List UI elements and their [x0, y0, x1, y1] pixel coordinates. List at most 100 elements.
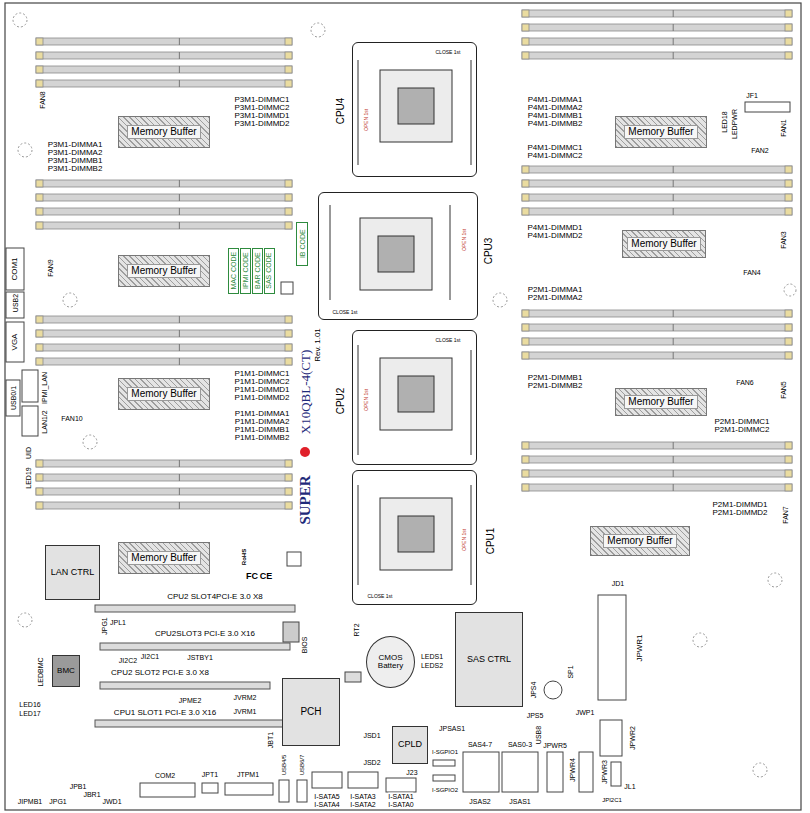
dimm-latch — [285, 52, 292, 59]
dimm-key — [673, 324, 674, 331]
dimm-latch — [36, 502, 43, 509]
dimm-slot — [522, 456, 792, 463]
dimm-latch — [36, 208, 43, 215]
part-label: LEDS1 — [421, 653, 443, 660]
part-label: USB4/5 — [281, 755, 287, 776]
dimm-key — [673, 442, 674, 449]
code-box: IB CODE — [296, 222, 308, 266]
dimm-latch — [522, 352, 529, 359]
dimm-latch — [36, 38, 43, 45]
dimm-latch — [285, 488, 292, 495]
part-label: P4M1-DIMMD1 — [527, 224, 582, 232]
part-label: SP1 — [567, 665, 574, 678]
node-text: BAR CODE — [254, 253, 261, 290]
part-label: I-SATA2 — [350, 801, 375, 808]
cpu-socket: CPU3 — [318, 192, 478, 320]
part-label: I-SATA0 — [388, 801, 413, 808]
part-label: LED16 — [19, 701, 40, 708]
part-label: JSAS1 — [509, 798, 530, 805]
dimm-key — [673, 484, 674, 491]
part-label: JSTBY1 — [187, 654, 213, 661]
node-text: BMC — [57, 667, 75, 675]
part-label: P4M1-DIMMB1 — [528, 112, 583, 120]
part-label: LEDBMC — [37, 657, 44, 686]
part-label: COM2 — [155, 772, 175, 779]
part-label: FAN1 — [780, 119, 787, 137]
part-label: JWD1 — [102, 798, 121, 805]
part-label: I-SATA5 — [314, 793, 339, 800]
cpu-socket: CPU1 — [352, 470, 477, 605]
dimm-slot — [522, 484, 792, 491]
memory-buffer: Memory Buffer — [118, 542, 210, 574]
dimm-latch — [36, 474, 43, 481]
memory-buffer: Memory Buffer — [118, 116, 210, 148]
part-label: I-SGPIO1 — [432, 749, 458, 755]
dimm-slot — [36, 330, 292, 337]
part-label: USB8 — [535, 726, 542, 744]
node-text: SAS CODE — [266, 253, 273, 289]
part-label: FAN7 — [782, 506, 789, 524]
part-label: RT2 — [353, 623, 360, 636]
dimm-slot — [36, 194, 292, 201]
dimm-key — [179, 222, 180, 229]
part-label: JVRM1 — [234, 708, 257, 715]
part-label: P4M1-DIMMC1 — [527, 144, 582, 152]
part-label: I-SATA3 — [350, 793, 375, 800]
part-label: LAN1/2 — [41, 410, 48, 433]
dimm-key — [673, 194, 674, 201]
part-label: SUPER — [298, 475, 313, 524]
part-label: P3M1-DIMMB2 — [48, 165, 103, 173]
dimm-key — [673, 352, 674, 359]
dimm-key — [673, 310, 674, 317]
cpu-socket: CPU4 — [352, 42, 477, 177]
dimm-key — [179, 194, 180, 201]
part-label: USB0/1 — [10, 386, 17, 410]
dimm-slot — [36, 222, 292, 229]
part-label: COM1 — [11, 257, 19, 280]
dimm-latch — [36, 180, 43, 187]
node-text: Memory Buffer — [603, 534, 676, 549]
dimm-latch — [36, 52, 43, 59]
chip-box: PCH — [282, 678, 340, 746]
dimm-latch — [285, 330, 292, 337]
part-label: JPG1 — [49, 798, 67, 805]
node-text: Memory Buffer — [624, 395, 697, 410]
part-label: P1M1-DIMMC1 — [234, 370, 289, 378]
dimm-latch — [785, 442, 792, 449]
dimm-latch — [522, 324, 529, 331]
dimm-latch — [36, 66, 43, 73]
dimm-latch — [285, 358, 292, 365]
dimm-latch — [785, 208, 792, 215]
dimm-slot — [36, 180, 292, 187]
dimm-key — [179, 316, 180, 323]
dimm-key — [673, 10, 674, 17]
node-text: CMOS Battery — [367, 654, 414, 671]
part-label: I-SGPIO2 — [432, 787, 458, 793]
dimm-latch — [522, 456, 529, 463]
dimm-slot — [522, 208, 792, 215]
part-label: OPEN 1st — [364, 389, 369, 411]
dimm-latch — [285, 222, 292, 229]
part-label: P2M1-DIMMB1 — [528, 374, 583, 382]
part-label: JTPM1 — [237, 771, 259, 778]
dimm-latch — [36, 330, 43, 337]
dimm-slot — [36, 52, 292, 59]
part-label: P2M1-DIMMD2 — [712, 509, 767, 517]
dimm-slot — [36, 80, 292, 87]
node-text: CPU3 — [484, 238, 495, 265]
part-label: JPWR4 — [569, 758, 576, 782]
part-label: FAN3 — [780, 231, 787, 249]
dimm-slot — [522, 470, 792, 477]
part-label: JWP1 — [576, 709, 595, 716]
part-label: FC — [246, 572, 258, 581]
dimm-latch — [36, 316, 43, 323]
memory-buffer: Memory Buffer — [615, 116, 707, 148]
dimm-latch — [522, 470, 529, 477]
node-text: IB CODE — [298, 230, 305, 259]
dimm-key — [673, 180, 674, 187]
part-label: P3M1-DIMMD2 — [234, 120, 289, 128]
dimm-latch — [522, 310, 529, 317]
node-text: IPMI CODE — [242, 253, 249, 290]
dimm-latch — [785, 38, 792, 45]
part-label: JVRM2 — [234, 694, 257, 701]
